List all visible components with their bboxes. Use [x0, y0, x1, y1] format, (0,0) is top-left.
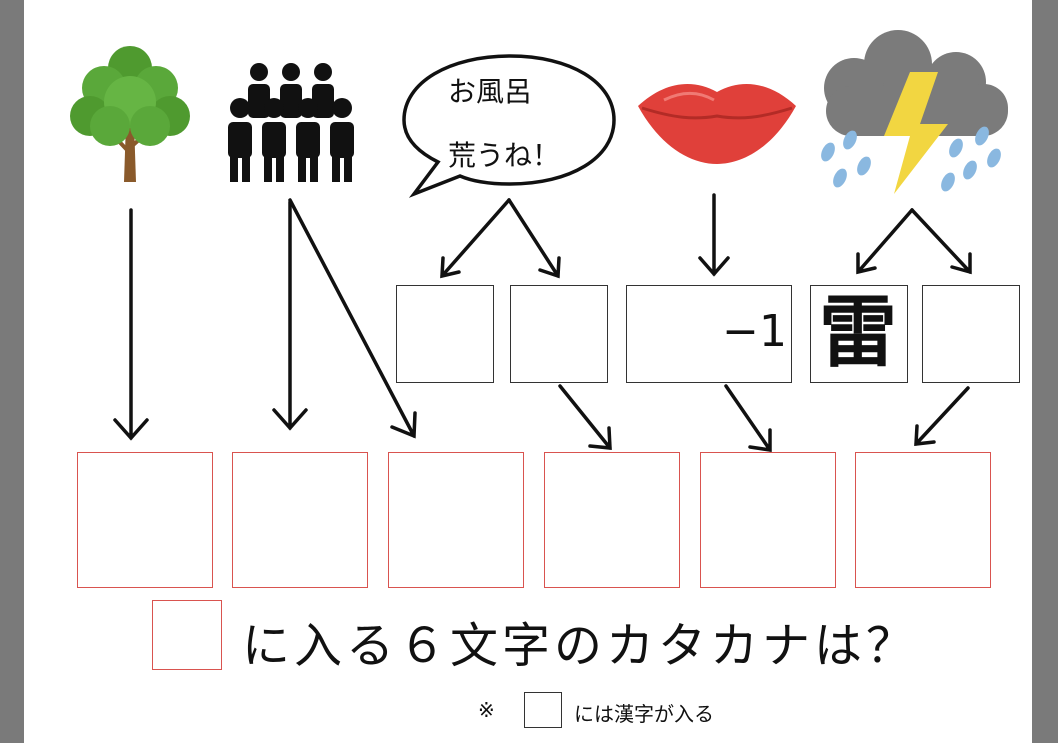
bubble-line-2: 荒うね！: [448, 139, 561, 172]
arrows-layer: [113, 193, 972, 453]
hint-box-1[interactable]: [396, 285, 494, 383]
lips-icon: [638, 83, 796, 164]
puzzle-sheet: お風呂 荒うね！ −1 雷: [24, 0, 1032, 743]
arrow-people-1: [272, 200, 308, 431]
thunderstorm-icon: [821, 30, 1008, 194]
hint-box-3-text: −1: [722, 306, 787, 357]
note-mark: ※: [478, 698, 495, 722]
arrow-hint3: [724, 384, 772, 453]
answer-box-2[interactable]: [232, 452, 368, 588]
hint-box-4: 雷: [810, 285, 908, 383]
hint-box-4-text: 雷: [819, 288, 898, 378]
answer-box-6[interactable]: [855, 452, 991, 588]
arrow-people-2: [288, 198, 417, 439]
answer-box-1[interactable]: [77, 452, 213, 588]
arrow-bubble-right: [507, 198, 561, 279]
bubble-line-1: お風呂: [448, 75, 533, 108]
tree-icon: [70, 46, 190, 182]
arrow-lips: [698, 193, 730, 277]
note-text: には漢字が入る: [574, 702, 714, 726]
arrow-storm-right: [910, 208, 972, 275]
arrow-tree: [113, 208, 149, 441]
question-box-symbol: [152, 600, 222, 670]
question-text: に入る６文字のカタカナは？: [242, 618, 919, 674]
arrow-storm-left: [856, 208, 914, 275]
arrow-hint2: [558, 384, 612, 450]
hint-box-5[interactable]: [922, 285, 1020, 383]
hint-box-2[interactable]: [510, 285, 608, 383]
answer-box-5[interactable]: [700, 452, 836, 588]
note-box-symbol: [524, 692, 562, 728]
answer-box-4[interactable]: [544, 452, 680, 588]
hint-box-3[interactable]: −1: [626, 285, 792, 383]
people-group-icon: [228, 63, 354, 182]
answer-box-3[interactable]: [388, 452, 524, 588]
speech-bubble-icon: [402, 54, 616, 198]
arrow-bubble-left: [440, 198, 511, 279]
arrow-hint5: [914, 386, 970, 446]
